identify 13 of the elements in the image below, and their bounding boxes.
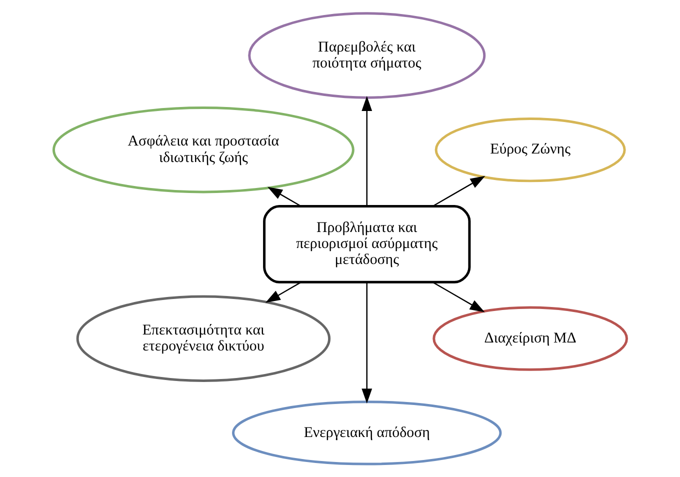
arrow [432,176,485,207]
arrow [361,282,372,404]
arrow [267,186,301,207]
node-ellipse: Επεκτασιμότητα και ετερογένεια δικτύου [76,295,330,382]
node-ellipse: Ασφάλεια και προστασία ιδιωτικής ζωής [52,106,354,194]
node-ellipse: Εύρος Ζώνης [434,118,626,182]
node-ellipse: Ενεργειακή απόδοση [232,400,502,466]
arrow [432,282,484,312]
arrow [264,282,301,303]
node-ellipse: Διαχείριση ΜΔ [432,306,628,371]
node-ellipse: Παρεμβολές και ποιότητα σήματος [248,12,486,99]
node-box: Προβλήματα και περιορισμοί ασύρματης μετάδοσης [262,205,470,284]
arrow [361,96,372,206]
